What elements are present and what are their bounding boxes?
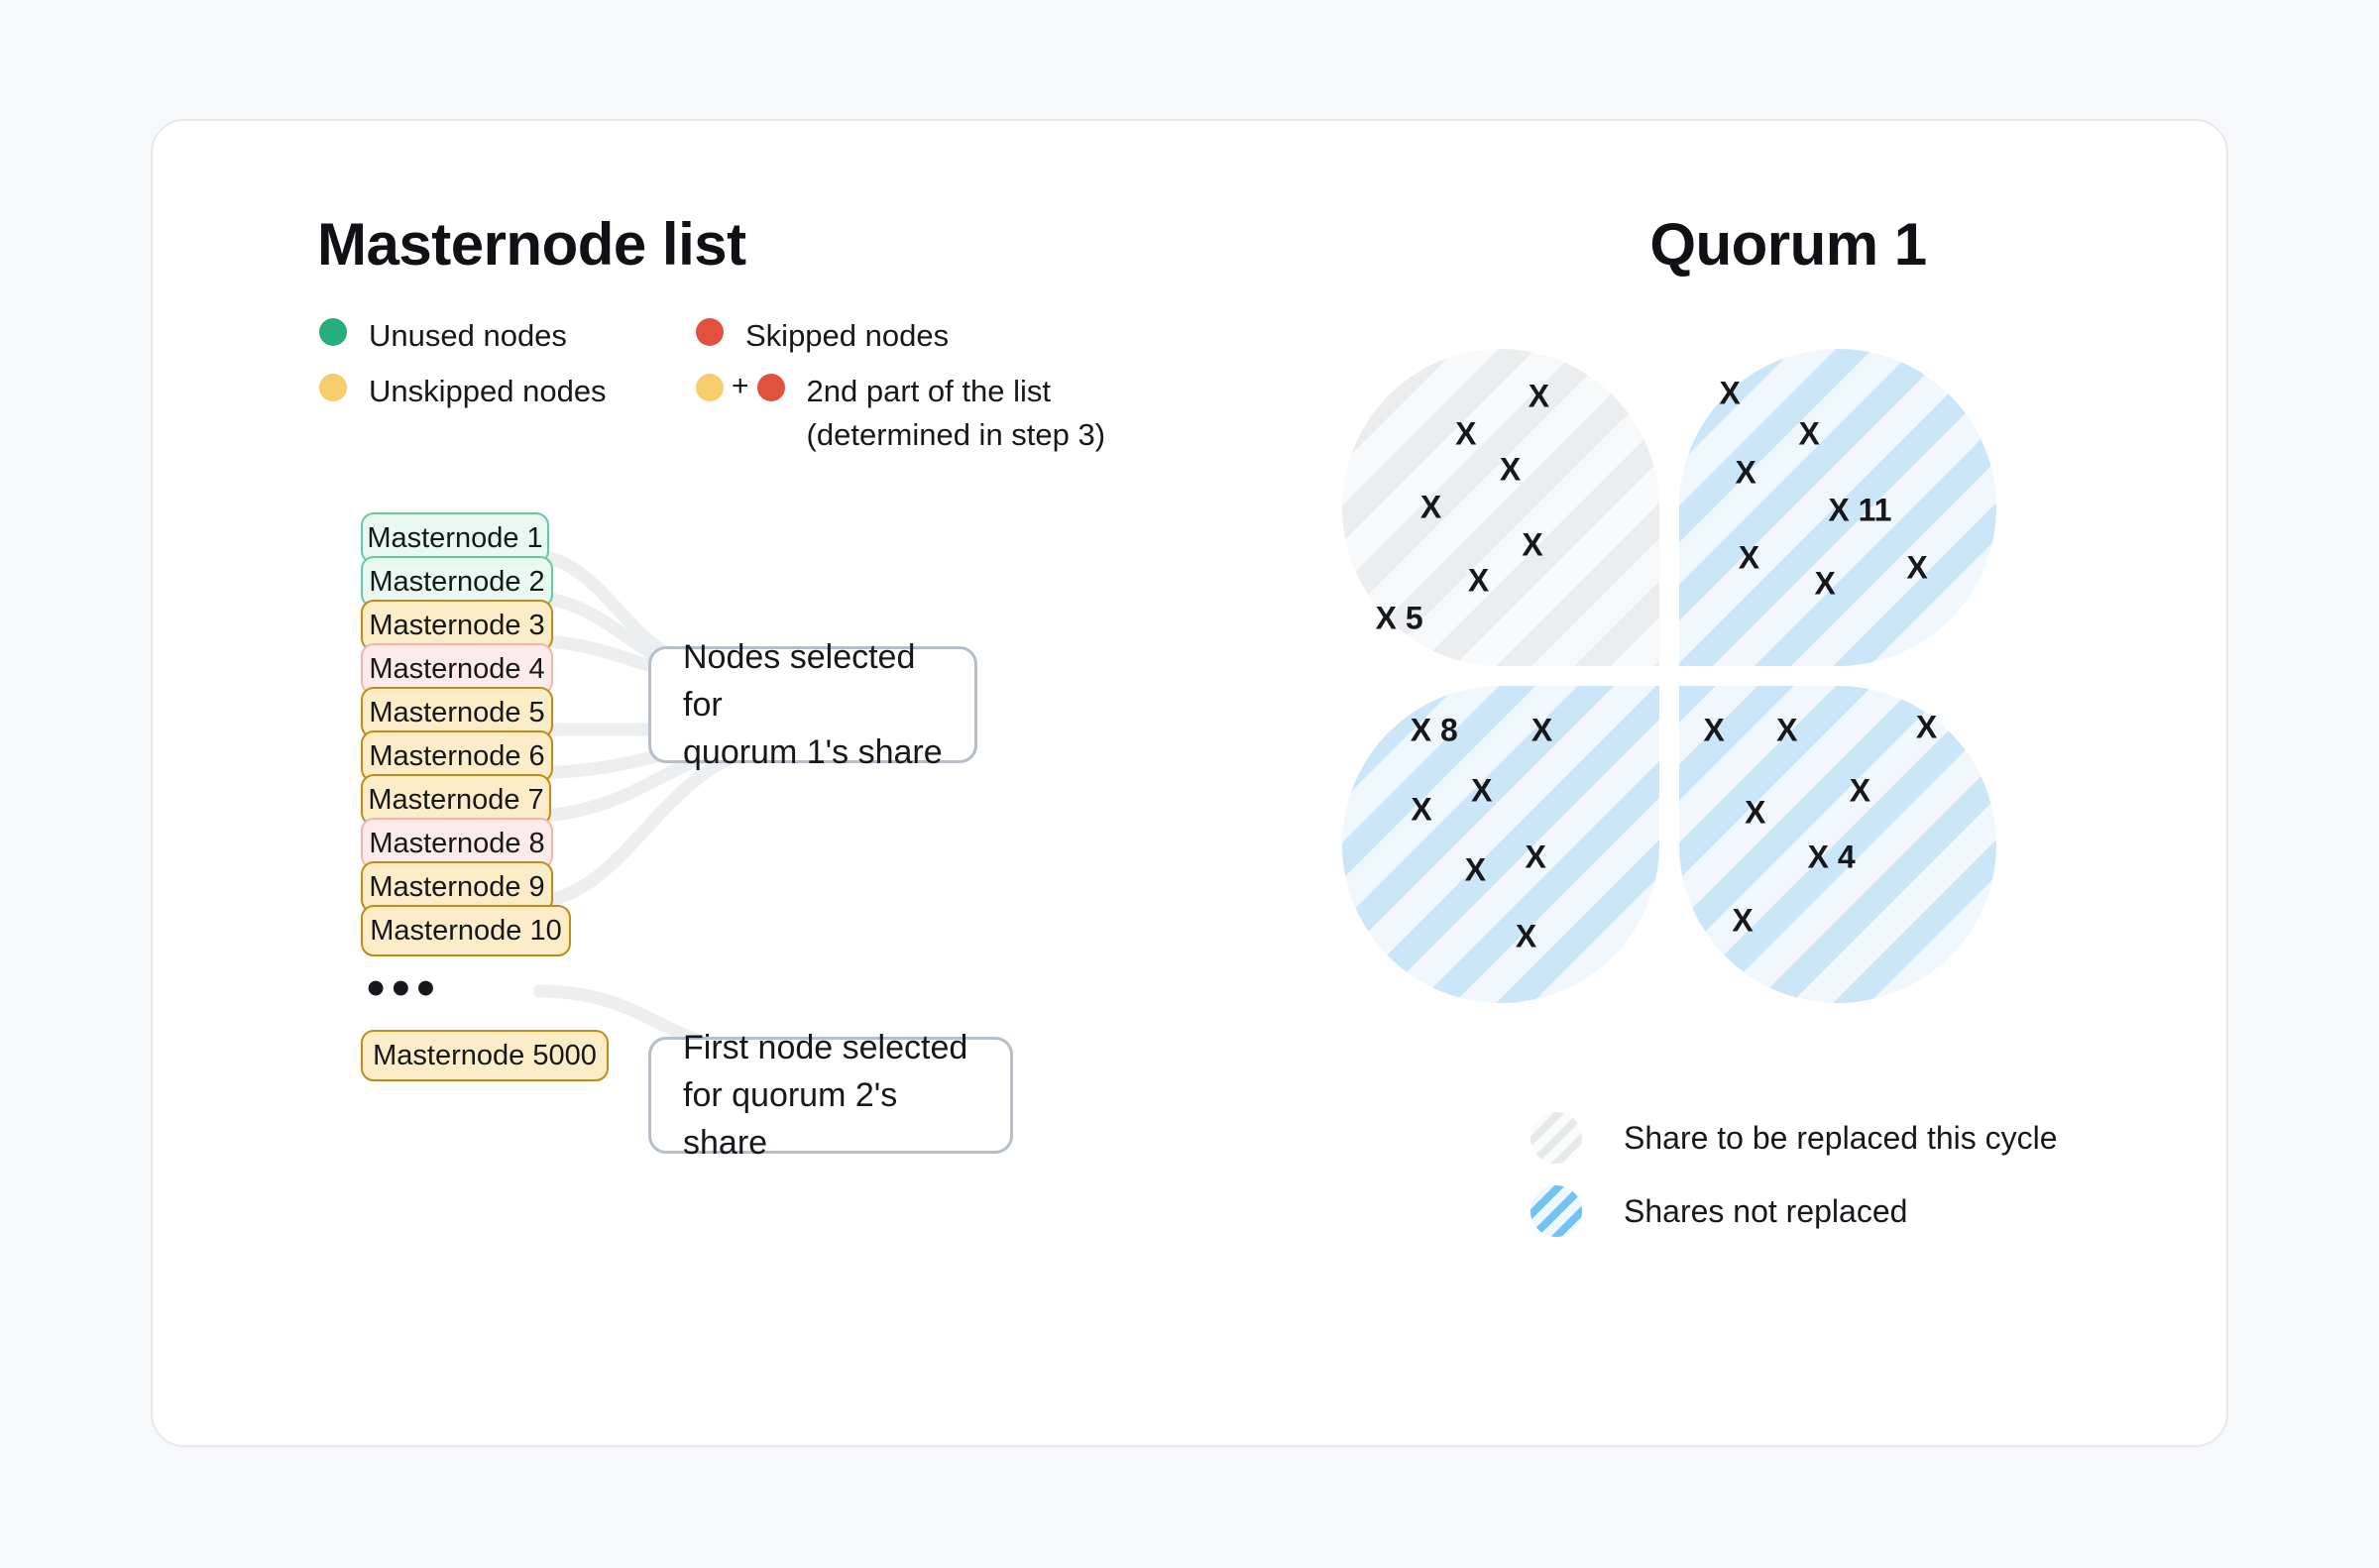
share-mark: X [1906,549,1928,586]
plus-sign: + [732,370,749,402]
share-mark: X [1776,712,1798,748]
amber-dot-icon [696,374,724,401]
share-mark-labeled: X 8 [1410,712,1458,748]
share-mark: X [1849,772,1871,809]
list-ellipsis: ••• [367,959,442,1017]
share-mark: X [1471,772,1493,809]
share-mark: X [1411,791,1432,828]
share-mark: X [1814,565,1836,602]
share-mark: X [1455,415,1477,452]
legend-item-second-part: + 2nd part of the list (determined in st… [696,370,1105,457]
share-mark: X [1915,709,1938,745]
share-mark: X [1745,794,1766,831]
red-dot-icon [756,374,785,401]
share-mark: X [1732,902,1754,939]
amber-dot-icon [319,374,347,401]
gray-stripe-swatch-icon [1530,1112,1582,1164]
masternode-chip[interactable]: Masternode 7 [361,774,551,826]
legend-item-unskipped: Unskipped nodes [319,370,607,413]
share-mark: X [1499,451,1522,488]
share-mark: X [1419,489,1442,525]
share-mark: X [1530,712,1553,748]
quorum-slice-bottom-right: X X X X X X 4 X [1679,686,1996,1003]
masternode-list-title: Masternode list [317,211,746,278]
share-mark: X [1464,851,1487,888]
legend-label: Unused nodes [369,318,567,353]
masternode-chip[interactable]: Masternode 10 [361,905,571,956]
share-mark: X [1525,839,1546,875]
legend-label: Shares not replaced [1624,1192,1908,1229]
quorum-slice-top-right: X X X X 11 X X X [1679,349,1996,666]
quorum-slice-top-left: X X X X X X X 5 [1342,349,1659,666]
quorum-share-pie: X X X X X X X 5 X X X X 11 X X X X 8 X X… [1342,349,1996,1033]
red-dot-icon [696,318,724,346]
callout-quorum1-selection: Nodes selected for quorum 1's share [648,638,977,771]
masternode-chip[interactable]: Masternode 8 [361,818,553,869]
masternode-chip[interactable]: Masternode 1 [361,512,549,564]
share-mark: X [1798,415,1820,452]
green-dot-icon [319,318,347,346]
legend-item-replaced: Share to be replaced this cycle [1530,1112,2058,1164]
share-mark: X [1719,375,1741,411]
legend-label: Skipped nodes [745,318,950,353]
blue-stripe-swatch-icon [1530,1185,1582,1237]
legend-label: Share to be replaced this cycle [1624,1119,2058,1156]
masternode-chip[interactable]: Masternode 5000 [361,1030,609,1081]
legend-item-not-replaced: Shares not replaced [1530,1185,1907,1237]
share-mark-labeled: X 4 [1807,839,1856,875]
share-mark: X [1735,454,1756,491]
legend-item-unused: Unused nodes [319,314,567,358]
legend-item-skipped: Skipped nodes [696,314,949,358]
share-mark: X [1528,378,1550,414]
share-mark: X [1515,918,1537,954]
quorum-slice-bottom-left: X 8 X X X X X X [1342,686,1659,1003]
legend-label: Unskipped nodes [369,374,607,408]
callout-quorum2-selection: First node selected for quorum 2's share [648,1029,1013,1162]
diagram-card: Masternode list Unused nodes Skipped nod… [151,119,2228,1447]
share-mark: X [1738,539,1760,576]
masternode-chip[interactable]: Masternode 4 [361,643,553,695]
legend-label: 2nd part of the list (determined in step… [806,374,1106,452]
masternode-chip[interactable]: Masternode 6 [361,730,553,782]
share-mark: X [1467,562,1490,599]
share-mark-labeled: X 11 [1828,492,1892,528]
quorum-title: Quorum 1 [1649,211,1927,278]
share-mark: X [1703,712,1725,748]
masternode-chip[interactable]: Masternode 9 [361,861,553,913]
share-mark-labeled: X 5 [1375,600,1423,636]
share-mark: X [1522,526,1543,563]
masternode-chip[interactable]: Masternode 2 [361,556,553,608]
